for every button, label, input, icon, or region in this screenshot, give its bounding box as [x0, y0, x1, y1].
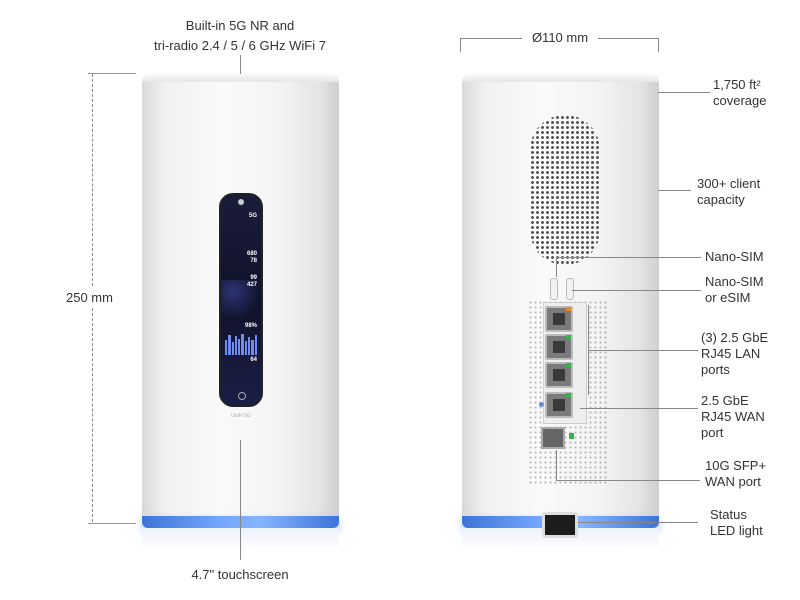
- leader-line: [588, 305, 589, 395]
- callout-line: RJ45 WAN: [701, 409, 765, 424]
- callout-line: (3) 2.5 GbE: [701, 330, 769, 345]
- leader-line: [556, 480, 700, 481]
- callout-line: RJ45 LAN: [701, 346, 761, 361]
- leader-line: [658, 190, 691, 191]
- network-down: 99: [250, 275, 257, 281]
- leader-line: [572, 290, 701, 291]
- vent-grille: [530, 115, 600, 265]
- port-led: [566, 335, 571, 339]
- nano-sim-slot[interactable]: [550, 278, 558, 300]
- callout-line: WAN port: [705, 474, 761, 489]
- leader-line: [578, 522, 698, 523]
- callout-line: 2.5 GbE: [701, 393, 749, 408]
- dimension-tick: [88, 73, 136, 74]
- callout-line: capacity: [697, 192, 745, 207]
- dimension-line: [92, 74, 93, 286]
- callout-line: Nano-SIM: [705, 249, 764, 264]
- leader-line: [580, 408, 698, 409]
- touchscreen-label: 4.7" touchscreen: [191, 567, 289, 582]
- dimension-line: [460, 38, 522, 39]
- internet-up: 78: [250, 258, 257, 264]
- internet-down: 680: [246, 251, 257, 257]
- wireless-feature-label: Built-in 5G NR and tri-radio 2.4 / 5 / 6…: [140, 18, 340, 54]
- signal-value: 5G: [248, 213, 257, 219]
- leader-line: [240, 440, 241, 560]
- esim-slot[interactable]: [566, 278, 574, 300]
- leader-line: [556, 257, 557, 277]
- callout-line: LED light: [710, 523, 763, 538]
- dimension-tick: [88, 523, 136, 524]
- leader-line: [556, 450, 557, 480]
- cable-clip: [542, 512, 578, 538]
- port-led: [566, 363, 571, 367]
- callout-line: port: [701, 425, 724, 440]
- callout-line: 10G SFP+: [705, 458, 767, 473]
- label-line: Built-in 5G NR and: [185, 18, 295, 33]
- lan-port-3[interactable]: [545, 362, 573, 388]
- clients-value: 64: [250, 357, 257, 363]
- network-up: 427: [246, 282, 257, 288]
- settings-icon[interactable]: [238, 392, 246, 400]
- height-dimension-label: 250 mm: [66, 290, 113, 305]
- callout-line: or eSIM: [705, 290, 751, 305]
- screen-glow: [221, 280, 261, 320]
- callout-line: ports: [701, 362, 730, 377]
- leader-line: [240, 55, 241, 75]
- wifi-value: 98%: [244, 323, 257, 329]
- port-led: [566, 307, 571, 311]
- diameter-label: Ø110 mm: [531, 30, 589, 45]
- dimension-line: [598, 38, 658, 39]
- leader-line: [658, 92, 710, 93]
- sfp-led: [569, 433, 574, 439]
- reset-button[interactable]: [539, 402, 544, 407]
- dimension-tick: [658, 38, 659, 52]
- nano-sim-callout: Nano-SIM: [705, 249, 764, 265]
- callout-line: 1,750 ft²: [713, 77, 761, 92]
- callout-line: 300+ client: [697, 176, 761, 191]
- dimension-tick: [460, 38, 461, 52]
- device-label: UniFi 5G: [231, 413, 251, 419]
- leader-line: [588, 350, 698, 351]
- dimension-line: [92, 308, 93, 522]
- label-line: tri-radio 2.4 / 5 / 6 GHz WiFi 7: [154, 38, 326, 53]
- logo-icon: [238, 199, 244, 205]
- leader-line: [556, 257, 701, 258]
- sfp-callout: 10G SFP+WAN port: [705, 458, 766, 490]
- wifi-chart: [225, 333, 257, 355]
- sfp-port[interactable]: [541, 427, 565, 449]
- port-led: [566, 393, 571, 397]
- callout-line: coverage: [713, 93, 767, 108]
- callout-line: Status: [710, 507, 747, 522]
- callout-line: Nano-SIM: [705, 274, 764, 289]
- touchscreen[interactable]: 5G 680 78 99 427 98% 64: [219, 193, 263, 407]
